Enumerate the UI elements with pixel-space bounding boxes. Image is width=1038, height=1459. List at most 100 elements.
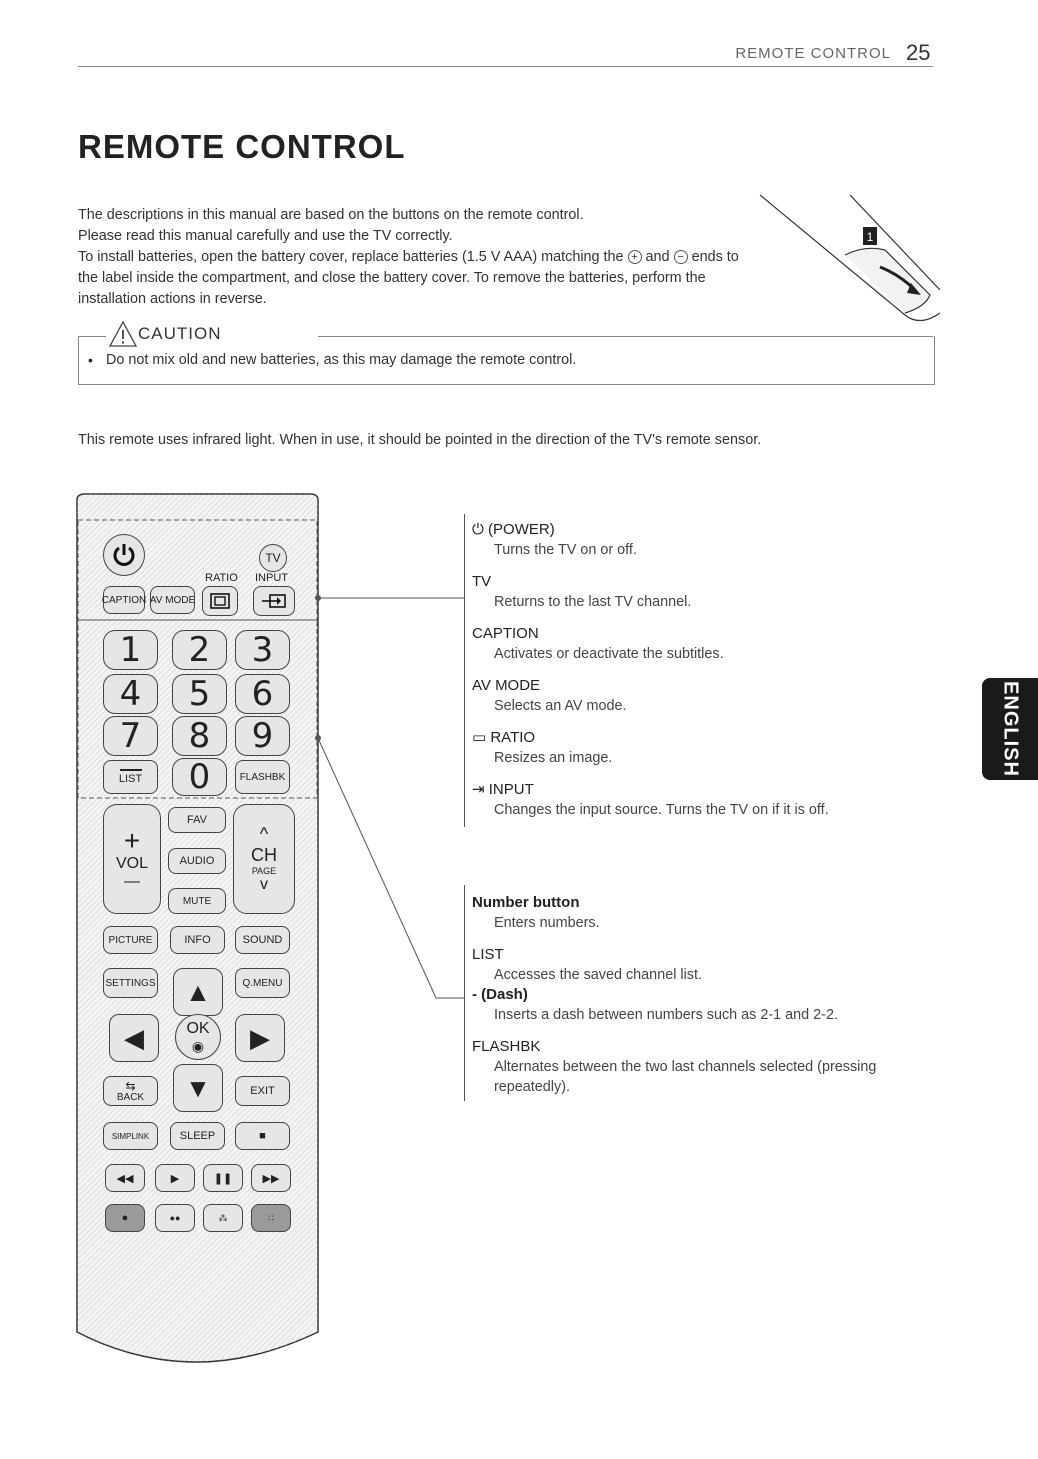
remote-control-illustration: TV RATIO INPUT CAPTION AV MODE 1 2 3 4 5… <box>75 492 325 1372</box>
number-button-9[interactable]: 9 <box>235 716 290 756</box>
description-body: Changes the input source. Turns the TV o… <box>494 802 829 818</box>
fav-button[interactable]: FAV <box>168 807 226 833</box>
caution-label: CAUTION <box>138 324 222 343</box>
mute-button[interactable]: MUTE <box>168 888 226 914</box>
description-body: Inserts a dash between numbers such as 2… <box>494 1007 838 1023</box>
plus-symbol: + <box>627 250 642 265</box>
red-key-button[interactable]: ● <box>105 1204 145 1232</box>
power-button[interactable] <box>103 534 145 576</box>
list-label: LIST <box>118 773 143 785</box>
number-button-7[interactable]: 7 <box>103 716 158 756</box>
description-title: ⇥ INPUT <box>472 781 534 798</box>
ratio-icon <box>210 593 230 609</box>
input-button[interactable] <box>253 586 295 616</box>
caution-box <box>78 336 935 385</box>
yellow-key-button[interactable]: ⁂ <box>203 1204 243 1232</box>
simplink-button[interactable]: SIMPLINK <box>103 1122 158 1150</box>
number-button-4[interactable]: 4 <box>103 674 158 714</box>
caption-button[interactable]: CAPTION <box>102 586 146 614</box>
vol-minus: — <box>124 873 140 890</box>
description-body: Alternates between the two last channels… <box>494 1059 877 1095</box>
caution-header: CAUTION <box>78 318 933 348</box>
description-title: ▭ RATIO <box>472 729 536 746</box>
number-button-5[interactable]: 5 <box>172 674 227 714</box>
sleep-button[interactable]: SLEEP <box>170 1122 225 1150</box>
left-button[interactable]: ◀ <box>109 1014 159 1062</box>
list-button[interactable]: LIST <box>103 760 158 794</box>
blue-key-button[interactable]: ∷ <box>251 1204 291 1232</box>
ch-up: ^ <box>259 824 269 844</box>
stop-button[interactable]: ■ <box>235 1122 290 1150</box>
rewind-button[interactable]: ◀◀ <box>105 1164 145 1192</box>
battery-text-3: ends to the label inside the compartment… <box>78 249 739 307</box>
ratio-icon: ▭ <box>472 729 491 746</box>
input-icon: ⇥ <box>472 781 489 798</box>
settings-button[interactable]: SETTINGS <box>103 968 158 998</box>
description-body: Activates or deactivate the subtitles. <box>494 646 724 662</box>
exit-button[interactable]: EXIT <box>235 1076 290 1106</box>
battery-text-1: To install batteries, open the battery c… <box>78 249 624 265</box>
battery-figure-label: 1 <box>867 230 874 244</box>
av-mode-button[interactable]: AV MODE <box>150 586 195 614</box>
intro-line: The descriptions in this manual are base… <box>78 207 584 223</box>
channel-rocker[interactable]: ^ CH PAGE v <box>233 804 295 914</box>
number-button-0[interactable]: 0 <box>172 757 227 797</box>
page-label: PAGE <box>251 866 277 876</box>
sound-button[interactable]: SOUND <box>235 926 290 954</box>
number-button-2[interactable]: 2 <box>172 630 227 670</box>
description-title: - (Dash) <box>472 986 528 1003</box>
ratio-button[interactable] <box>202 586 238 616</box>
description-title: CAPTION <box>472 625 539 642</box>
right-button[interactable]: ▶ <box>235 1014 285 1062</box>
one-dot-icon: ● <box>121 1212 129 1224</box>
input-icon <box>262 594 286 608</box>
volume-rocker[interactable]: + VOL — <box>103 804 161 914</box>
number-button-1[interactable]: 1 <box>103 630 158 670</box>
input-label: INPUT <box>255 572 288 584</box>
description-title: TV <box>472 573 492 590</box>
fast-forward-button[interactable]: ▶▶ <box>251 1164 291 1192</box>
running-header-section: REMOTE CONTROL <box>735 45 891 62</box>
down-button[interactable]: ▼ <box>173 1064 223 1112</box>
audio-button[interactable]: AUDIO <box>168 848 226 874</box>
vol-label: VOL <box>115 855 148 872</box>
ok-icon: ◉ <box>191 1037 205 1054</box>
ok-label: OK <box>186 1019 210 1037</box>
back-button[interactable]: ⇆ BACK <box>103 1076 158 1106</box>
play-button[interactable]: ▶ <box>155 1164 195 1192</box>
tv-button[interactable]: TV <box>259 544 287 572</box>
three-dot-icon: ⁂ <box>218 1212 228 1223</box>
bullet: • <box>88 352 93 368</box>
battery-text-2: and <box>645 249 670 265</box>
green-key-button[interactable]: ●● <box>155 1204 195 1232</box>
pause-button[interactable]: ❚❚ <box>203 1164 243 1192</box>
dash-icon <box>119 769 142 771</box>
page-number: 25 <box>906 40 931 65</box>
caution-text: Do not mix old and new batteries, as thi… <box>106 352 577 368</box>
description-body: Resizes an image. <box>494 750 613 766</box>
four-dot-icon: ∷ <box>268 1212 274 1223</box>
info-button[interactable]: INFO <box>170 926 225 954</box>
picture-button[interactable]: PICTURE <box>103 926 158 954</box>
description-title: FLASHBK <box>472 1038 541 1055</box>
description-title: ⏻ (POWER) <box>472 521 555 538</box>
qmenu-button[interactable]: Q.MENU <box>235 968 290 998</box>
description-title: LIST <box>472 946 504 963</box>
header-divider <box>78 66 933 67</box>
number-button-3[interactable]: 3 <box>235 630 290 670</box>
number-button-6[interactable]: 6 <box>235 674 290 714</box>
ch-label: CH <box>251 845 277 865</box>
flashbk-button[interactable]: FLASHBK <box>235 760 290 794</box>
power-icon: ⏻ <box>472 521 489 538</box>
back-label: BACK <box>116 1091 145 1103</box>
ok-button[interactable]: OK ◉ <box>175 1014 221 1060</box>
description-bracket <box>464 885 465 1101</box>
up-button[interactable]: ▲ <box>173 968 223 1016</box>
two-dot-icon: ●● <box>169 1213 181 1223</box>
description-group-top: ⏻ (POWER) Turns the TV on or off. TV Ret… <box>472 520 942 832</box>
description-body: Enters numbers. <box>494 915 600 931</box>
description-body: Accesses the saved channel list. <box>494 967 702 983</box>
number-button-8[interactable]: 8 <box>172 716 227 756</box>
minus-symbol: − <box>673 250 688 265</box>
page-title: REMOTE CONTROL <box>78 128 406 165</box>
